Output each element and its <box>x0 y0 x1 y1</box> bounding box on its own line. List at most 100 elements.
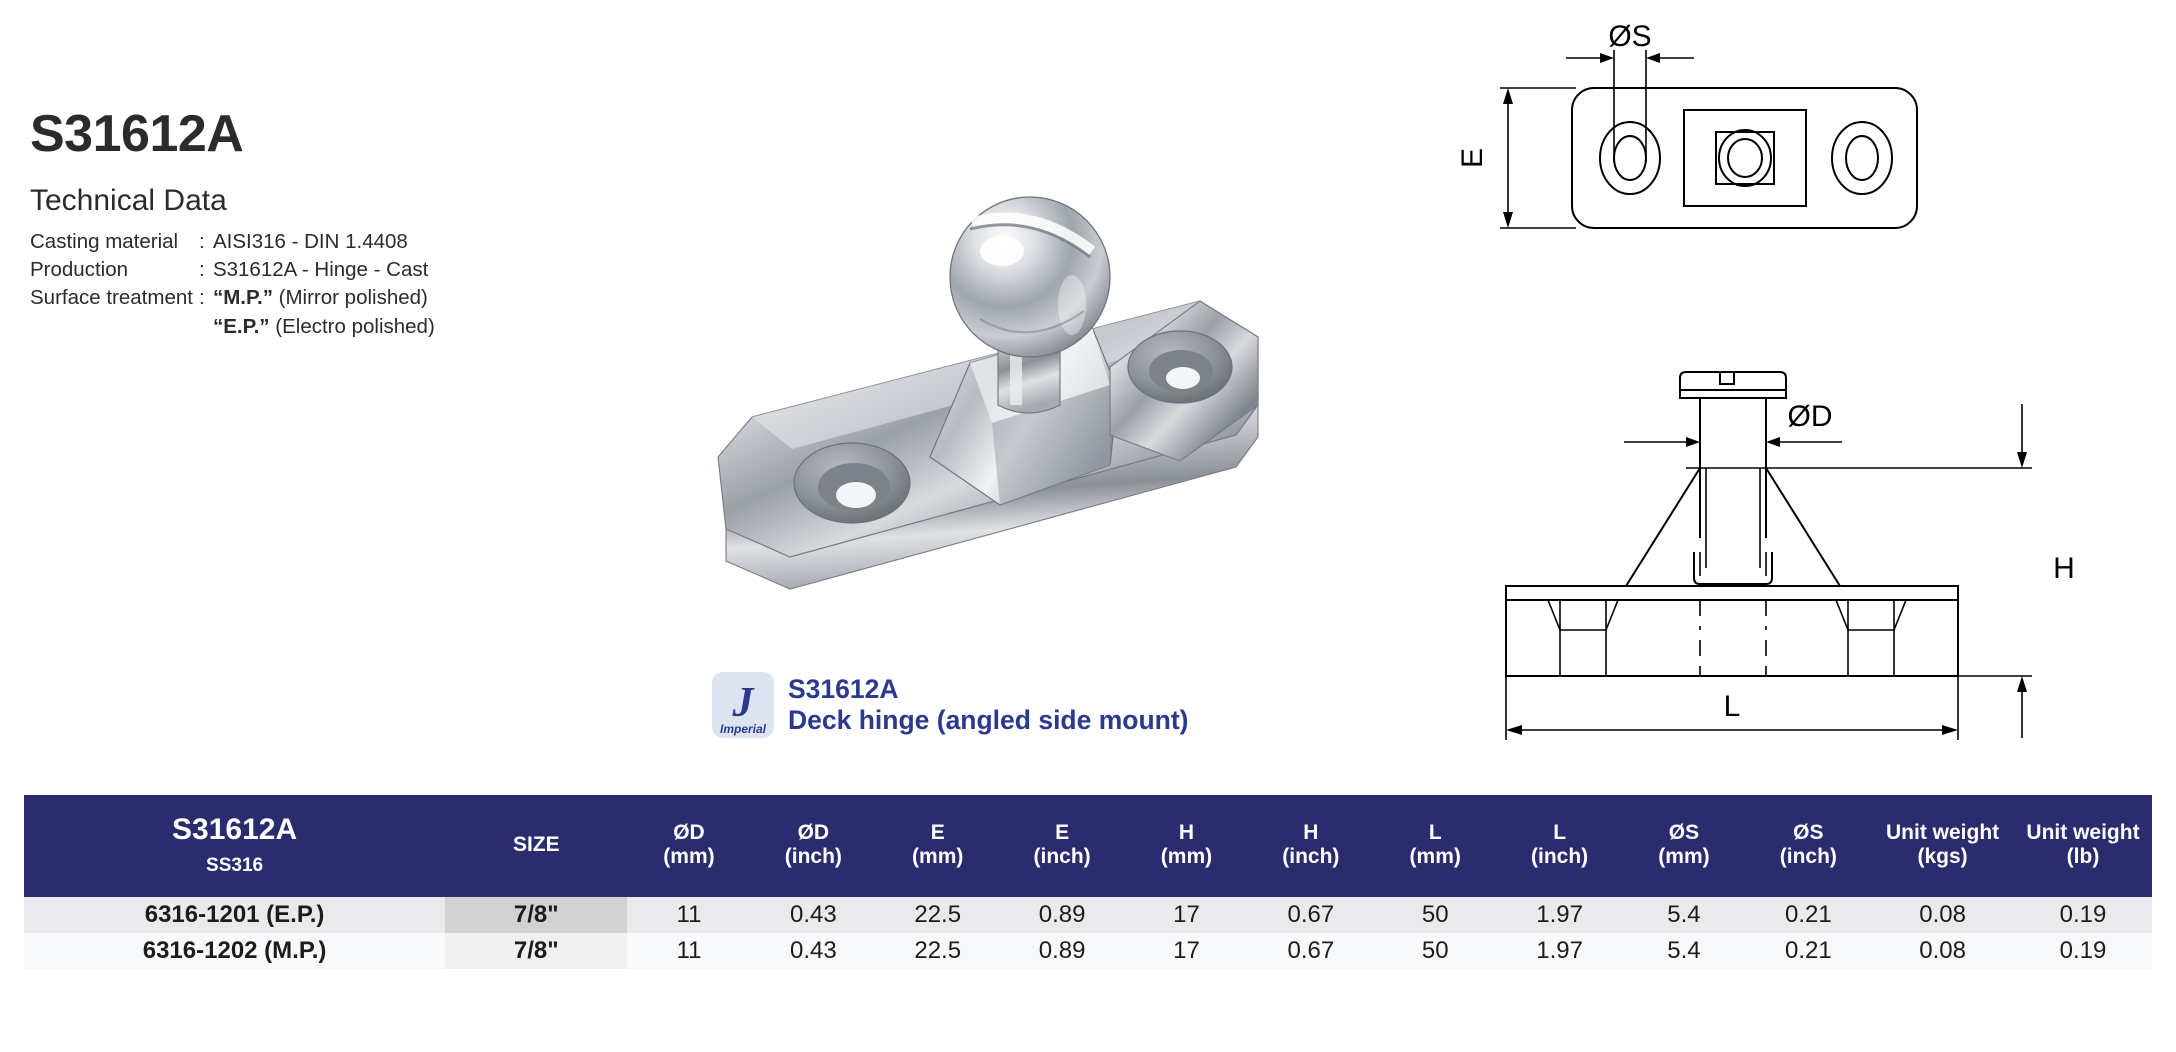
plan-center-inner <box>1715 131 1775 185</box>
spec-row: Surface treatment: “M.P.” (Mirror polishe… <box>30 285 435 313</box>
cell-os-mm: 5.4 <box>1622 897 1746 933</box>
column-name: ØS <box>1668 820 1700 844</box>
column-unit: (inch) <box>784 845 842 868</box>
spec-value: “M.P.” (Mirror polished) <box>213 285 435 313</box>
spec-colon <box>199 314 213 342</box>
cell-weight-kgs: 0.08 <box>1871 897 2014 933</box>
elev-screw-slot <box>1719 372 1735 385</box>
column-name: L <box>1553 820 1567 844</box>
cell-od-mm: 11 <box>627 933 751 969</box>
cell-l-inch: 1.97 <box>1496 933 1623 969</box>
cell-od-mm: 11 <box>627 897 751 933</box>
table-header-h-5: H(mm) <box>1124 795 1249 897</box>
table-header-l-8: L(inch) <box>1496 795 1623 897</box>
caption-product-name: Deck hinge (angled side mount) <box>788 705 1189 735</box>
dim-label-diameter-s: ØS <box>1608 20 1651 53</box>
cell-e-inch: 0.89 <box>999 897 1125 933</box>
cell-h-mm: 17 <box>1124 897 1249 933</box>
spec-value-rest: (Electro polished) <box>269 314 435 338</box>
cell-od-inch: 0.43 <box>750 897 877 933</box>
spec-value-emphasis: “E.P.” <box>212 314 270 338</box>
spec-row: Casting material:AISI316 - DIN 1.4408 <box>30 229 435 257</box>
cell-weight-lb: 0.19 <box>2014 933 2152 969</box>
spec-value: S31612A - Hinge - Cast <box>212 258 429 282</box>
column-unit: (mm) <box>1658 845 1710 868</box>
technical-info-block: S31612A Technical Data Casting material:… <box>30 108 610 342</box>
cell-l-inch: 1.97 <box>1496 897 1623 933</box>
plan-center-boss <box>1683 109 1807 207</box>
logo-monogram-letter: J <box>732 680 756 726</box>
spec-value-rest: (Mirror polished) <box>272 286 428 310</box>
product-caption: J Imperial S31612A Deck hinge (angled si… <box>712 672 1189 738</box>
cell-od-inch: 0.43 <box>750 933 877 969</box>
drawing-plan-view: ØS E <box>1448 2 2176 332</box>
page-title: S31612A <box>30 105 244 163</box>
spec-label <box>30 314 199 342</box>
spec-colon: : <box>198 258 205 282</box>
column-unit: (mm) <box>1160 845 1213 868</box>
table-header-unitweight-11: Unit weight(kgs) <box>1871 795 2014 897</box>
drawing-elevation-view: ØD H L <box>1448 338 2176 758</box>
caption-product-code: S31612A <box>788 674 899 705</box>
column-name: ØS <box>1793 820 1824 844</box>
table-header-e-3: E(mm) <box>876 795 1000 897</box>
column-name: Unit weight <box>1886 820 2000 844</box>
elev-screw-head <box>1679 371 1787 399</box>
table-header-model-main: S31612A <box>172 813 298 847</box>
column-unit: (inch) <box>1282 845 1340 868</box>
table-header-d-1: ØD(mm) <box>627 795 751 897</box>
column-unit: (mm) <box>663 845 715 868</box>
spec-label: Production <box>30 258 129 282</box>
table-header-h-6: H(inch) <box>1248 795 1374 897</box>
caption-text-block: S31612A Deck hinge (angled side mount) <box>788 674 1189 735</box>
product-photo <box>640 105 1320 635</box>
cell-model-code: 6316-1201 (E.P.) <box>24 897 446 933</box>
table-header-e-4: E(inch) <box>999 795 1125 897</box>
spec-row: Production: S31612A - Hinge - Cast <box>30 257 435 285</box>
column-name: ØD <box>673 820 705 844</box>
column-unit: (inch) <box>1033 845 1091 868</box>
table-header-size-0: SIZE <box>445 795 628 897</box>
cell-l-mm: 50 <box>1373 897 1497 933</box>
column-unit: (inch) <box>1779 845 1837 868</box>
column-name: H <box>1178 820 1195 844</box>
cell-size: 7/8" <box>445 897 628 933</box>
plan-hole-right-outer <box>1831 121 1893 195</box>
spec-value: AISI316 - DIN 1.4408 <box>212 230 408 253</box>
column-unit: (mm) <box>1409 845 1461 868</box>
spec-value-emphasis: “M.P.” <box>212 286 273 310</box>
cell-e-mm: 22.5 <box>876 933 1000 969</box>
cell-e-mm: 22.5 <box>876 897 1000 933</box>
column-unit: (inch) <box>1531 845 1589 868</box>
cell-weight-kgs: 0.08 <box>1871 933 2014 969</box>
table-header-s-10: ØS(inch) <box>1745 795 1872 897</box>
dim-label-e: E <box>1456 148 1489 168</box>
dim-label-diameter-d: ØD <box>1788 400 1833 433</box>
plan-center-hole-outer <box>1718 129 1772 187</box>
section-heading-technical-data: Technical Data <box>30 184 227 217</box>
imperial-logo: J Imperial <box>712 672 774 738</box>
cell-model-code: 6316-1202 (M.P.) <box>24 933 446 969</box>
logo-wordmark: Imperial <box>720 722 767 736</box>
spec-colon: : <box>198 286 205 310</box>
cell-e-inch: 0.89 <box>999 933 1125 969</box>
table-header-model: S31612A SS316 <box>24 795 446 897</box>
cell-size: 7/8" <box>445 933 628 969</box>
spec-label: Surface treatment <box>30 286 193 310</box>
column-name: SIZE <box>512 832 560 856</box>
table-header-model-sub: SS316 <box>206 855 264 877</box>
column-name: ØD <box>797 820 830 844</box>
dim-label-l: L <box>1724 690 1741 723</box>
cell-os-inch: 0.21 <box>1745 933 1872 969</box>
cell-weight-lb: 0.19 <box>2014 897 2152 933</box>
column-name: E <box>1055 820 1070 844</box>
column-name: Unit weight <box>2026 820 2140 844</box>
plan-hole-left-inner <box>1613 135 1647 181</box>
table-header-d-2: ØD(inch) <box>750 795 877 897</box>
column-unit: (mm) <box>912 845 964 868</box>
column-name: H <box>1303 820 1319 844</box>
